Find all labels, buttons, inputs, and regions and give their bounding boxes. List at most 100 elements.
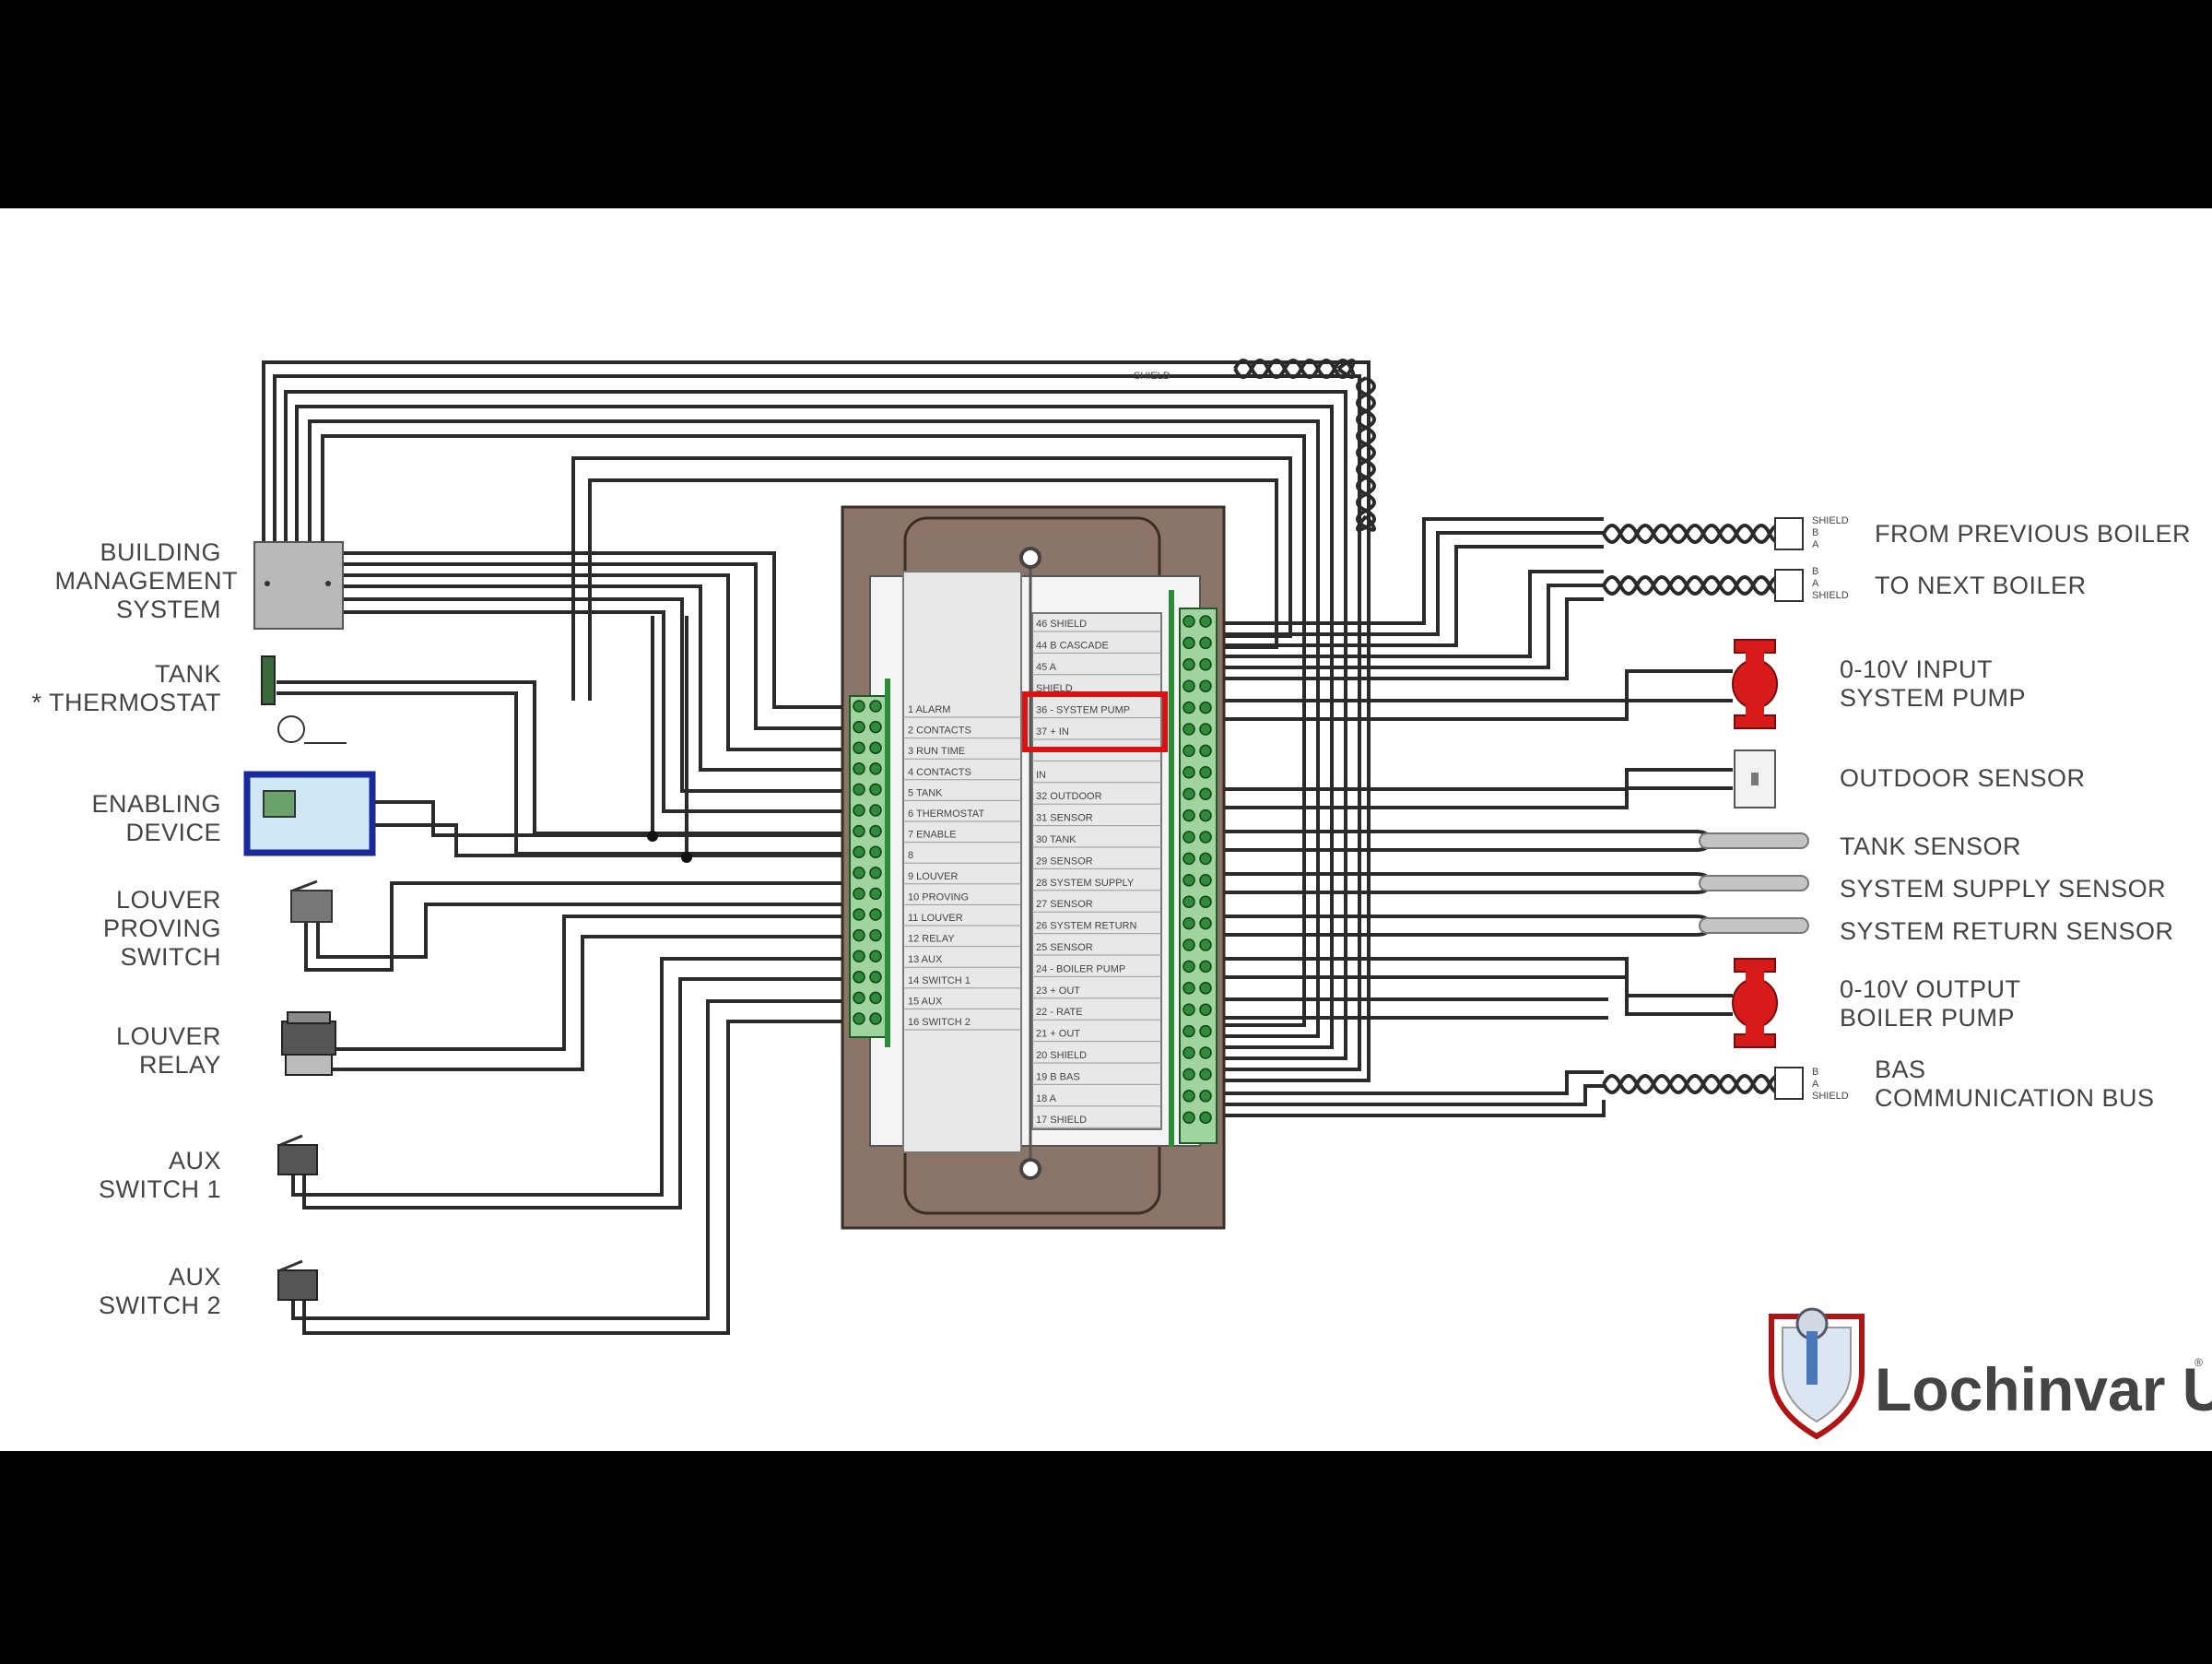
right-terminal-label: IN (1036, 770, 1046, 781)
bas-b-mark: B (1812, 1067, 1818, 1078)
enabling-device: ENABLING DEVICE (91, 771, 376, 856)
right-terminal-screw (1199, 679, 1212, 692)
boiler-pump-flange-bottom (1734, 1033, 1776, 1048)
left-terminal-screw (853, 991, 865, 1005)
left-terminal-label: 15 AUX (908, 996, 943, 1007)
right-terminal-screw (1199, 916, 1212, 930)
from-prev-b-mark: B (1812, 527, 1818, 538)
bms-label-line-3: SYSTEM (116, 596, 221, 623)
left-terminal-screw (853, 887, 865, 901)
boiler-pump-flange-top (1734, 958, 1776, 973)
left-terminal-screw (869, 845, 882, 858)
right-terminal-screw (1182, 916, 1195, 930)
tank-thermostat-device: TANK * THERMOSTAT (31, 655, 347, 744)
bms-label-line-1: BUILDING (100, 538, 221, 566)
right-terminal-screw (1199, 787, 1212, 800)
right-terminal-screw (1199, 1046, 1212, 1059)
right-terminal-label: 45 A (1036, 662, 1057, 673)
louver-relay-label-line-2: RELAY (139, 1051, 221, 1079)
junction-dot (681, 852, 692, 863)
aux-switch-1-device: AUX SWITCH 1 (99, 1134, 318, 1203)
top-twisted-pair-vertical (1356, 376, 1376, 532)
from-previous-twisted-pair (1602, 524, 1791, 544)
thermostat-label-line-2: * THERMOSTAT (31, 689, 221, 716)
right-terminal-screw (1182, 679, 1195, 692)
bas-shield-mark: SHIELD (1812, 1091, 1849, 1102)
left-terminal-label: 12 RELAY (908, 934, 955, 945)
right-terminal-screw (1199, 874, 1212, 887)
right-label-card (1031, 612, 1162, 1130)
louver-proving-label-line-2: PROVING (103, 915, 221, 942)
to-next-connector (1774, 569, 1804, 602)
strap-on-sensors: TANK SENSOR SYSTEM SUPPLY SENSOR SYSTEM … (1699, 832, 2174, 945)
twisted-pair-cables (1233, 359, 1791, 1094)
from-previous-boiler-label: FROM PREVIOUS BOILER (1875, 520, 2191, 548)
right-terminal-label: 32 OUTDOOR (1036, 791, 1102, 802)
right-terminal-screw (1182, 938, 1195, 951)
junction-dot (647, 831, 658, 842)
right-terminal-screw (1182, 636, 1195, 650)
aux-switch-1-body (277, 1144, 318, 1175)
right-terminal-screw (1199, 960, 1212, 974)
aux-switch-1-label-line-2: SWITCH 1 (99, 1175, 221, 1203)
left-terminal-label: 11 LOUVER (908, 913, 963, 924)
tank-sensor-label: TANK SENSOR (1840, 832, 2021, 860)
left-terminal-label: 16 SWITCH 2 (908, 1017, 971, 1028)
left-terminal-screw (869, 783, 882, 797)
outdoor-sensor-device: OUTDOOR SENSOR (1734, 749, 2085, 808)
top-twisted-pair (1233, 359, 1356, 379)
right-terminal-screw (1182, 1111, 1195, 1124)
right-terminal-screw (1199, 831, 1212, 844)
left-terminal-screw (853, 950, 865, 962)
right-terminal-screw (1199, 1090, 1212, 1103)
left-terminal-screw (869, 804, 882, 817)
to-next-a-mark: A (1812, 578, 1819, 589)
right-terminal-screw (1199, 723, 1212, 736)
left-terminal-screw (853, 720, 865, 734)
right-terminal-screw (1199, 1003, 1212, 1016)
louver-proving-switch-lever (292, 879, 318, 892)
left-terminal-screw (853, 700, 865, 713)
system-return-sensor-label: SYSTEM RETURN SENSOR (1840, 917, 2174, 945)
left-terminal-label: 8 (908, 850, 913, 861)
top-cable-shield-mark: SHIELD (1134, 371, 1171, 382)
right-terminal-label: 37 + IN (1036, 726, 1069, 738)
left-terminal-label: 4 CONTACTS (908, 767, 971, 778)
right-terminal-screw (1182, 1046, 1195, 1059)
from-prev-shield-mark: SHIELD (1812, 515, 1849, 526)
left-terminal-label: 13 AUX (908, 954, 943, 965)
louver-relay-device: LOUVER RELAY (116, 1011, 336, 1079)
left-terminal-screw (853, 762, 865, 775)
aux-switch-1-lever (279, 1134, 303, 1147)
louver-relay-top (287, 1011, 331, 1024)
system-supply-sensor-probe (1699, 875, 1809, 891)
enabling-label-line-1: ENABLING (91, 790, 221, 818)
left-terminal-screw (853, 908, 865, 921)
right-terminal-screw (1182, 744, 1195, 758)
bas-a-mark: A (1812, 1079, 1819, 1090)
aux-switch-2-label-line-2: SWITCH 2 (99, 1292, 221, 1319)
cascade-connectors: SHIELD B A B A SHIELD B A SHIELD SHIELD (1134, 371, 1849, 1102)
left-terminal-screw (869, 887, 882, 901)
tank-sensor-probe (1699, 832, 1809, 849)
right-terminal-screw (1182, 1090, 1195, 1103)
bms-device: BUILDING MANAGEMENT SYSTEM (54, 538, 344, 630)
system-return-sensor-probe (1699, 917, 1809, 934)
system-pump-highlight-box (1022, 691, 1168, 752)
left-terminal-screw (869, 720, 882, 734)
right-terminal-screw (1199, 1111, 1212, 1124)
boiler-pump-label-line-2: BOILER PUMP (1840, 1004, 2015, 1032)
right-terminal-screw (1182, 1068, 1195, 1081)
left-terminal-screw (869, 824, 882, 838)
louver-proving-switch-device: LOUVER PROVING SWITCH (103, 879, 333, 971)
right-terminal-screw (1182, 808, 1195, 822)
panel-screw-top (1019, 547, 1041, 569)
system-pump-label-line-2: SYSTEM PUMP (1840, 684, 2026, 712)
left-terminal-label: 5 TANK (908, 787, 943, 798)
louver-relay-label-line-1: LOUVER (116, 1022, 221, 1050)
aux-switch-2-lever (279, 1259, 303, 1272)
right-terminal-screw (1182, 701, 1195, 714)
